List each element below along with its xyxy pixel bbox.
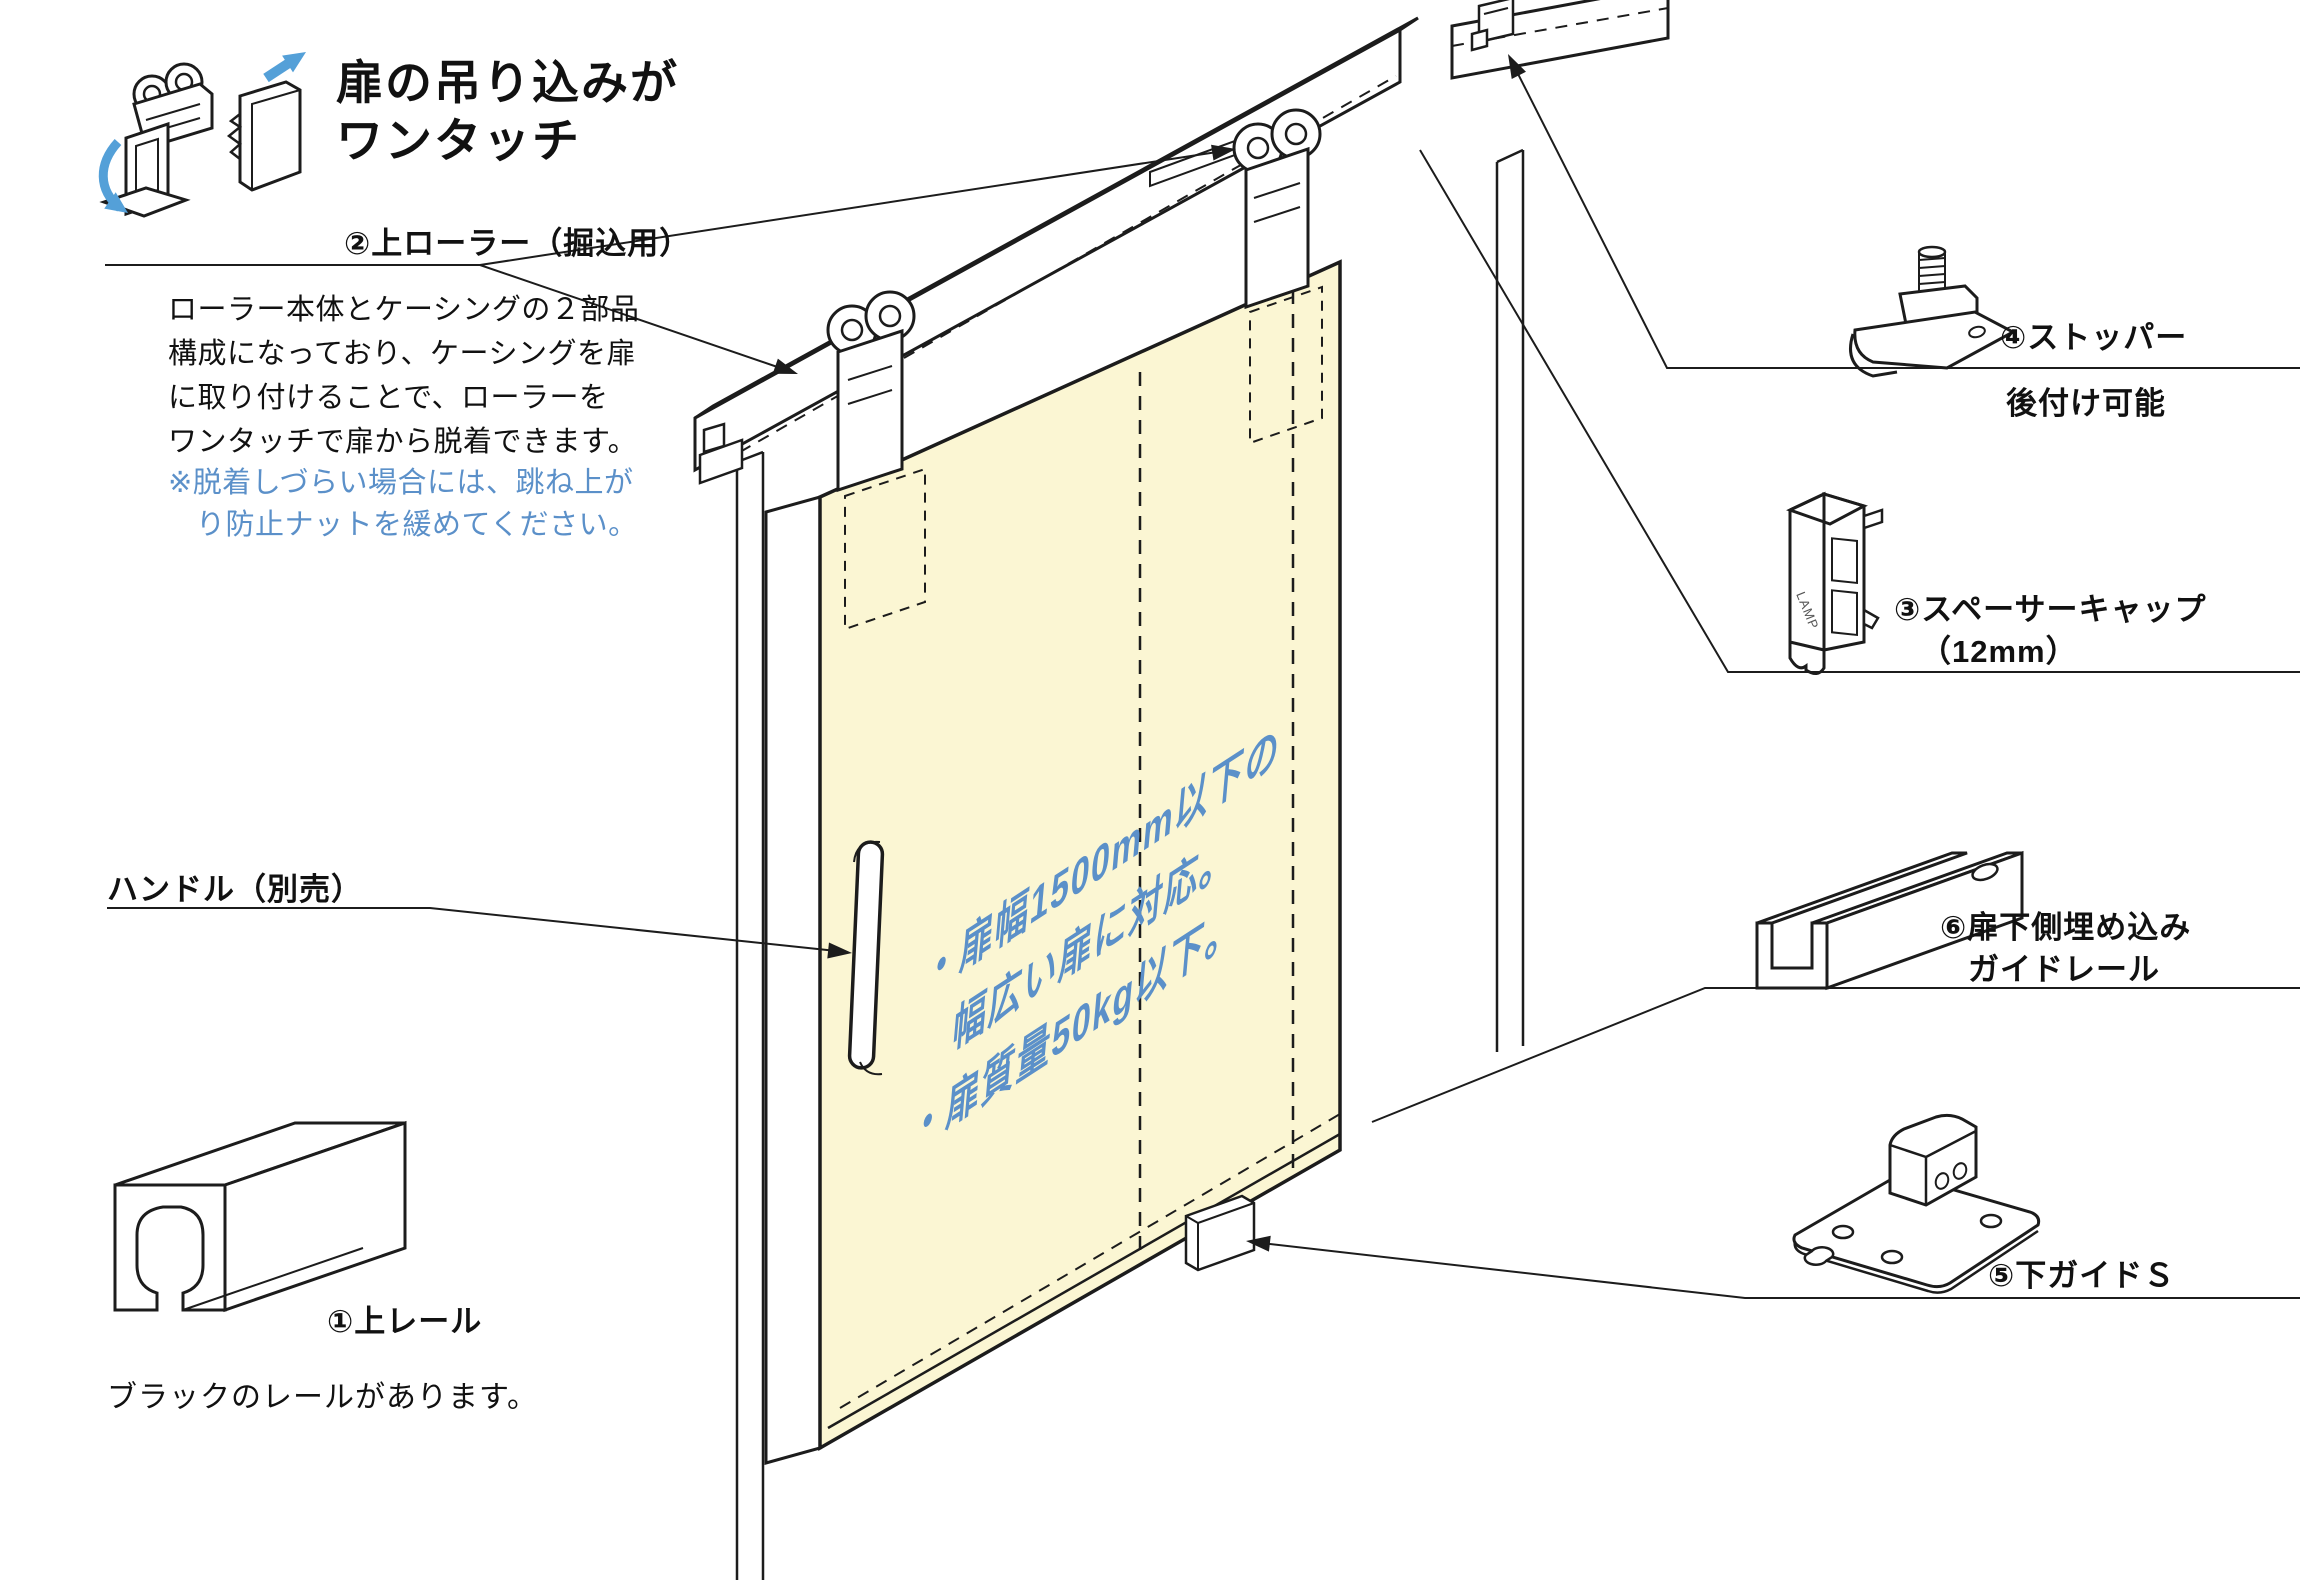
label-spacer-cap-line2: （12mm） (1920, 634, 2078, 669)
feature-title-line2: ワンタッチ (336, 114, 581, 167)
lower-guide-in-scene (1184, 1194, 1256, 1272)
label-spacer-cap-line1: ③スペーサーキャップ (1894, 592, 2207, 627)
label-stopper: ④ストッパー (2000, 320, 2188, 355)
upper-roller-illustration (98, 52, 306, 218)
top-rail-note: ブラックのレールがあります。 (107, 1381, 538, 1414)
upper-roller-left-in-scene (826, 290, 926, 631)
leader-lines (105, 61, 2300, 1299)
description-line: ワンタッチで扉から脱着できます。 (168, 426, 638, 458)
label-upper-roller: ②上ローラー（掘込用） (344, 226, 692, 261)
label-guide-rail-line2: ガイドレール (1968, 952, 2160, 987)
right-wall-edge (1495, 148, 1525, 1052)
feature-note: ※脱着しづらい場合には、跳ね上が り防止ナットを緩めてください。 (168, 462, 638, 546)
feature-title-line1: 扉の吊り込みが (336, 56, 679, 109)
top-rail-illustration (113, 1120, 407, 1313)
label-guide-rail-line1: ⑥扉下側埋め込み (1940, 910, 2192, 945)
description-line: に取り付けることで、ローラーを (168, 382, 609, 414)
label-top-rail: ①上レール (327, 1304, 483, 1339)
upper-roller-right-in-scene (1232, 108, 1323, 445)
label-handle: ハンドル（別売） (107, 872, 363, 907)
note-line: り防止ナットを緩めてください。 (196, 509, 638, 541)
one-touch-arrow-icon (263, 52, 306, 83)
spacer-cap-brand-text: LAMP (1793, 590, 1822, 632)
swing-down-arrow-icon (98, 138, 128, 213)
feature-description: ローラー本体とケーシングの２部品 構成になっており、ケーシングを扉 に取り付ける… (168, 288, 639, 464)
spacer-cap-illustration: LAMP (1786, 491, 1884, 675)
door-panel (818, 259, 1342, 1452)
label-lower-guide: ⑤下ガイドＳ (1988, 1258, 2176, 1293)
door-edge-strip (764, 495, 822, 1465)
door-handle (847, 840, 885, 1076)
leader-arrowheads (772, 54, 1526, 1252)
note-line: ※脱着しづらい場合には、跳ね上が (168, 467, 634, 499)
stopper-illustration (1849, 245, 2017, 378)
description-line: ローラー本体とケーシングの２部品 (168, 294, 640, 326)
door-dashed-lines (1138, 290, 1295, 1258)
lower-guide-illustration (1792, 1113, 2041, 1294)
feature-title: 扉の吊り込みが ワンタッチ (336, 54, 679, 170)
description-line: 構成になっており、ケーシングを扉 (168, 338, 636, 370)
guide-rail-illustration (1755, 850, 2024, 991)
stopper-note: 後付け可能 (2006, 386, 2166, 421)
door-bottom-channel (827, 1113, 1341, 1430)
stopper-in-scene (1470, 0, 1515, 52)
left-wall-edge (735, 450, 765, 1580)
